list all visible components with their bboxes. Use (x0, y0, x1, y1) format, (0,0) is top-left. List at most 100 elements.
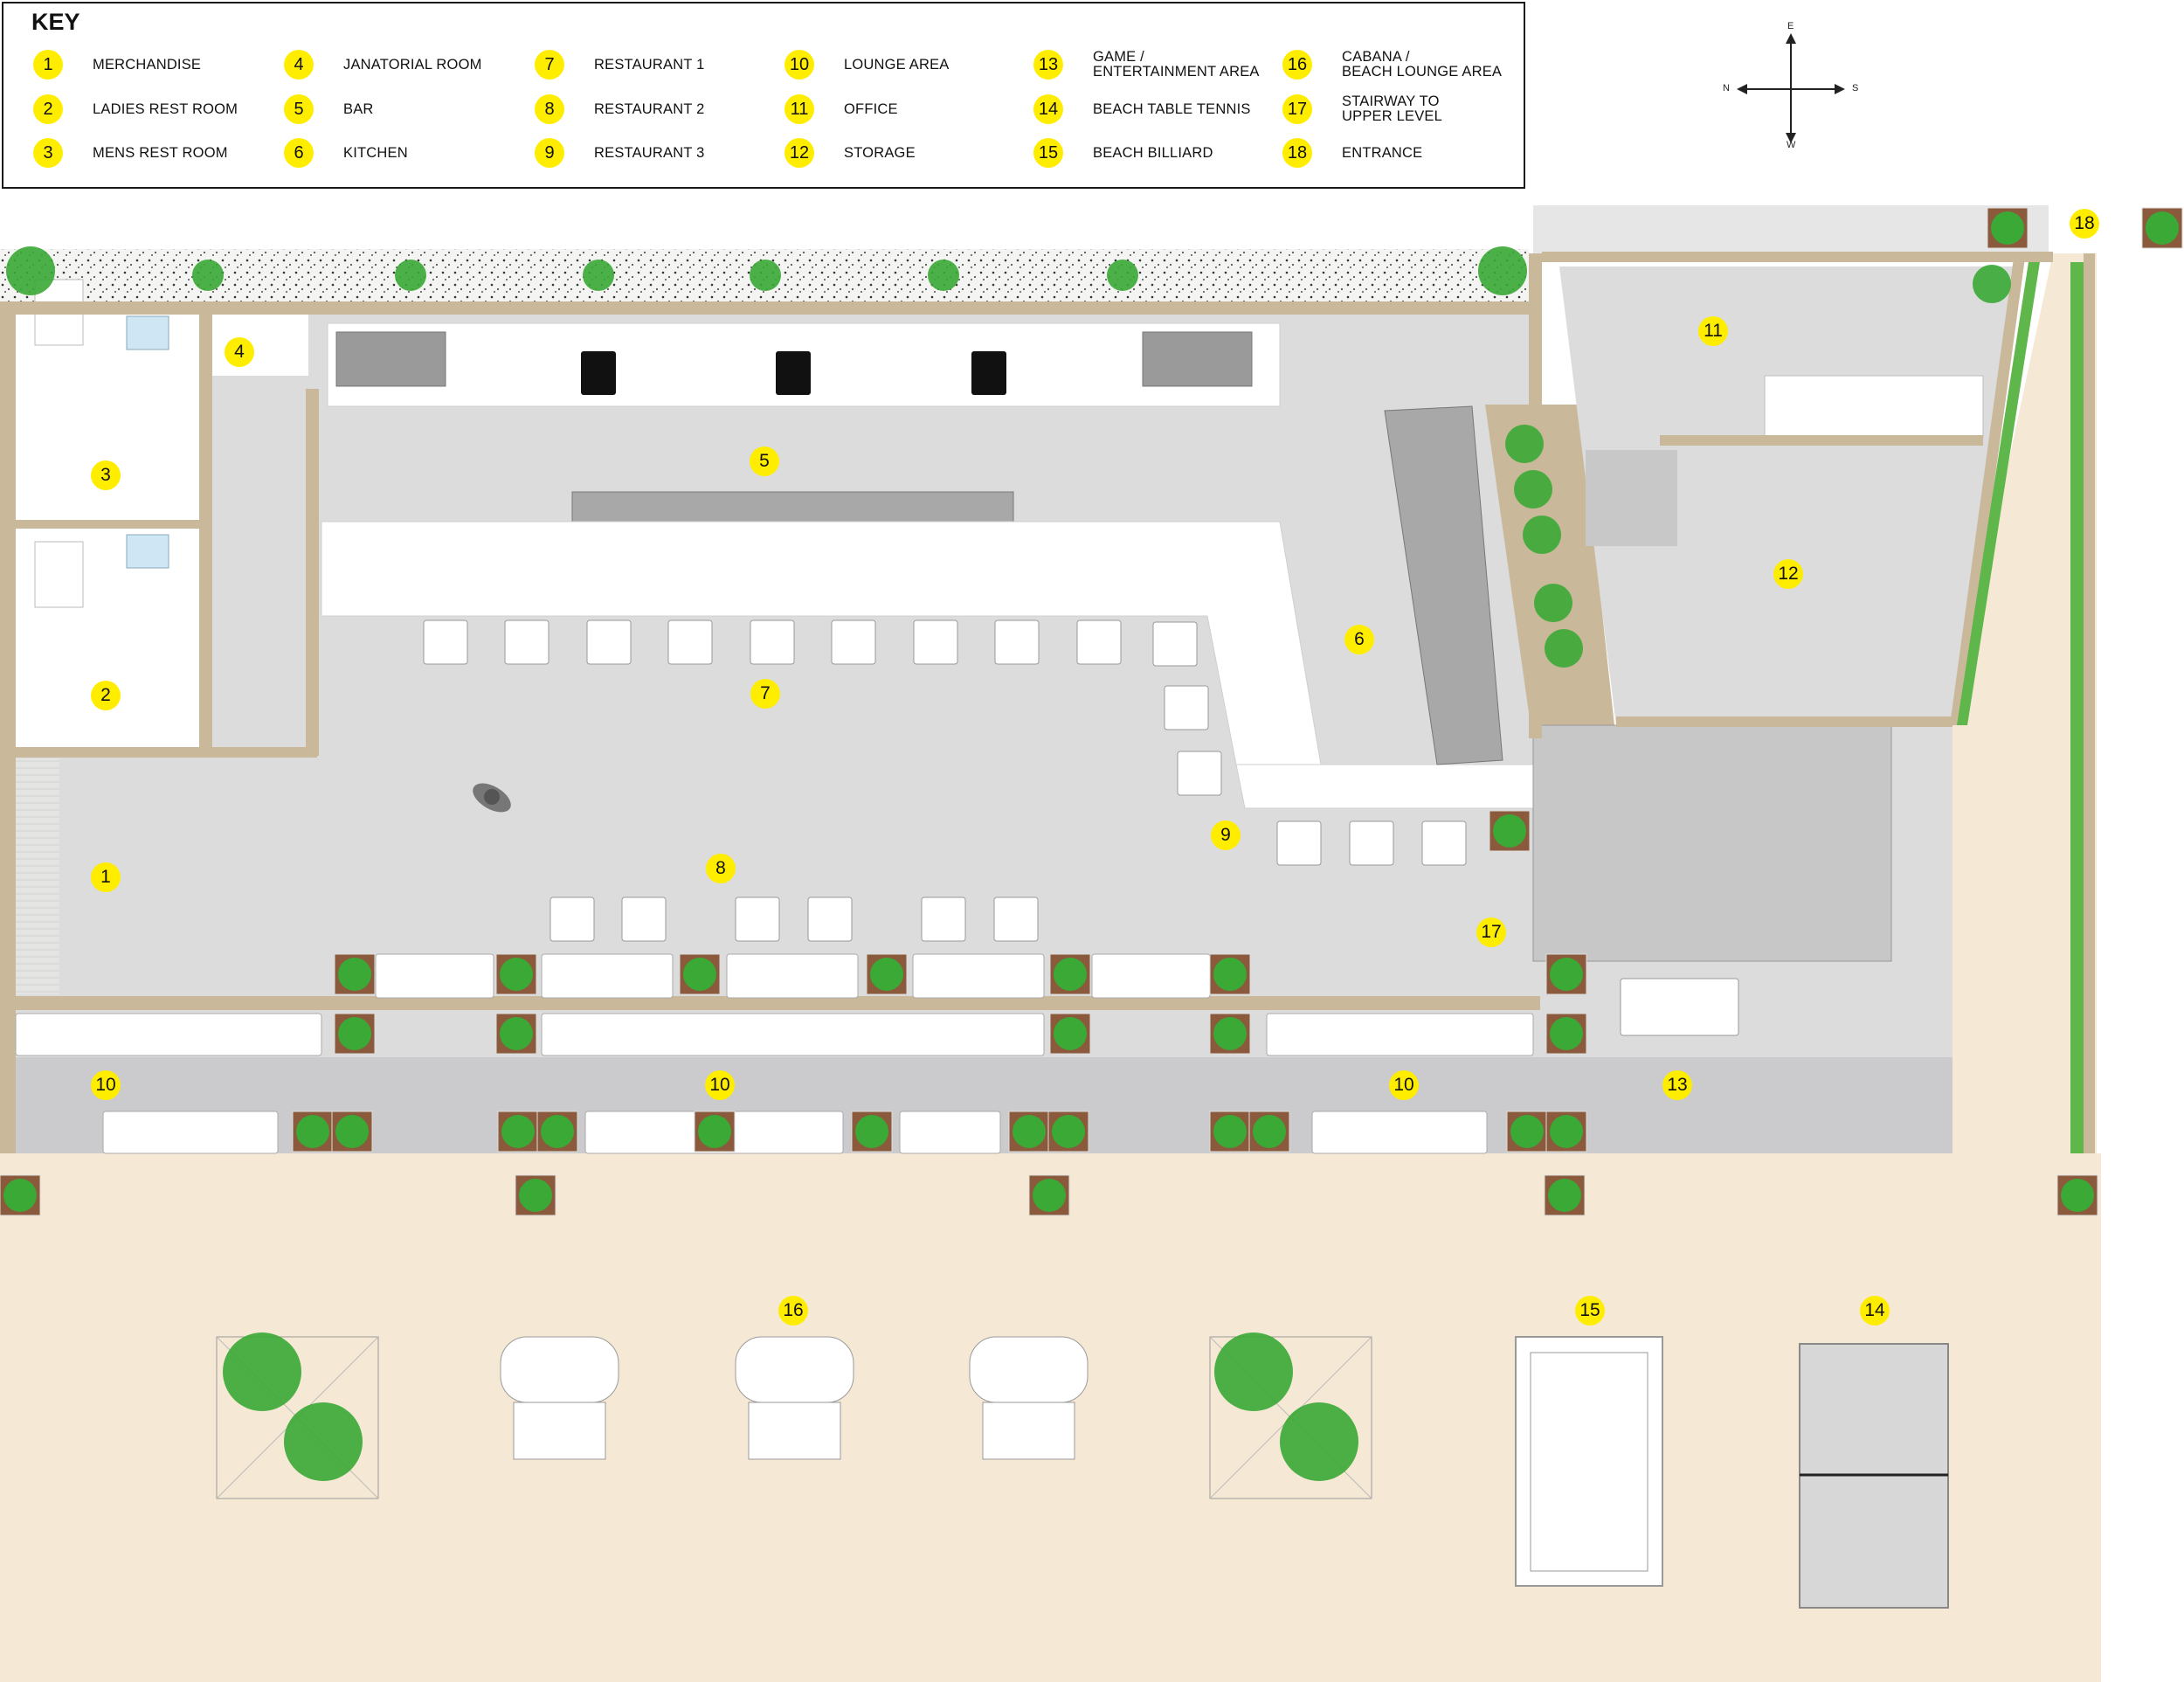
planter-icon (1545, 1111, 1587, 1152)
planter-icon (1209, 1013, 1251, 1055)
planter-icon (515, 1174, 556, 1216)
entrance-canopy (1533, 205, 2049, 253)
planter-icon (1248, 1111, 1290, 1152)
palm-icon (1107, 260, 1138, 291)
dining-table (912, 953, 1045, 999)
legend-label: LADIES REST ROOM (93, 100, 238, 117)
game-table (1620, 978, 1739, 1036)
legend-label: BAR (343, 100, 374, 117)
area-marker-13: 13 (1662, 1070, 1692, 1100)
palm-icon (395, 260, 426, 291)
area-marker-5: 5 (750, 446, 779, 476)
bar-fridges (571, 491, 1014, 523)
legend-label: MERCHANDISE (93, 56, 202, 73)
area-marker-7: 7 (750, 679, 780, 709)
bar-stool (913, 620, 958, 665)
area-marker-16: 16 (778, 1296, 808, 1326)
legend-number-badge: 4 (284, 50, 314, 80)
palm-icon (583, 260, 614, 291)
planter-icon (536, 1111, 578, 1152)
legend-box: KEY (2, 2, 1525, 189)
planter-icon (2141, 207, 2183, 249)
kitchen-range (1384, 405, 1503, 765)
legend-item: 13 GAME / ENTERTAINMENT AREA (1033, 50, 1260, 80)
palm-icon (1478, 246, 1527, 295)
compass-south: S (1852, 83, 1859, 93)
dining-chair (807, 896, 853, 942)
legend-number-badge: 15 (1033, 138, 1063, 168)
bar-stool (750, 620, 795, 665)
planter-icon (1545, 953, 1587, 995)
legend-label: LOUNGE AREA (844, 56, 950, 73)
legend-number-badge: 5 (284, 94, 314, 124)
hedge (2070, 262, 2084, 1153)
planter-icon (0, 1174, 41, 1216)
planter-icon (292, 1111, 334, 1152)
beach-lounger (735, 1336, 854, 1460)
lounge-table (899, 1111, 1001, 1154)
area-marker-2: 2 (91, 681, 121, 710)
legend-item: 7 RESTAURANT 1 (535, 50, 704, 80)
palm-icon (928, 260, 959, 291)
legend-number-badge: 9 (535, 138, 564, 168)
planter-icon (694, 1111, 736, 1152)
register-icon (776, 351, 811, 395)
legend-item: 10 LOUNGE AREA (784, 50, 950, 80)
palm-icon (1545, 629, 1583, 668)
entrance-path (1952, 253, 2097, 1153)
area-marker-9: 9 (1211, 820, 1241, 850)
planter-icon (334, 1013, 376, 1055)
area-marker-1: 1 (91, 862, 121, 892)
legend-label: BEACH TABLE TENNIS (1093, 100, 1251, 117)
lounge-sofa (1266, 1013, 1534, 1056)
plants-group (0, 207, 2183, 1481)
legend-number-badge: 10 (784, 50, 814, 80)
legend-label: ENTRANCE (1342, 144, 1423, 161)
bar-stool (423, 620, 468, 665)
planter-icon (1209, 1111, 1251, 1152)
janitorial-room (204, 315, 308, 376)
legend-label: OFFICE (844, 100, 898, 117)
legend-number-badge: 13 (1033, 50, 1063, 80)
legend-title: KEY (31, 9, 80, 35)
area-marker-17: 17 (1476, 917, 1506, 947)
planter-icon (679, 953, 721, 995)
dining-chair (549, 896, 595, 942)
restaurant3-counter (1235, 764, 1534, 809)
palm-icon (1973, 265, 2011, 303)
planter-icon (851, 1111, 893, 1152)
dining-table (1091, 953, 1211, 999)
walls (0, 252, 2095, 1153)
area-marker-10: 10 (705, 1070, 735, 1100)
bar-stool (1164, 685, 1209, 730)
planter-icon (331, 1111, 373, 1152)
palm-icon (1523, 516, 1561, 554)
bar-sink (335, 331, 446, 387)
toilet (34, 541, 84, 608)
legend-label: JANATORIAL ROOM (343, 56, 482, 73)
legend-number-badge: 7 (535, 50, 564, 80)
palm-icon (6, 246, 55, 295)
legend-label: RESTAURANT 1 (594, 56, 705, 73)
legend-label: CABANA / BEACH LOUNGE AREA (1342, 49, 1503, 80)
legend-item: 5 BAR (284, 94, 374, 124)
bar-stool (1421, 820, 1467, 866)
area-marker-10: 10 (91, 1070, 121, 1100)
planter-icon (1047, 1111, 1089, 1152)
legend-label: GAME / ENTERTAINMENT AREA (1093, 49, 1260, 80)
planter-icon (1545, 1013, 1587, 1055)
bar-stool (831, 620, 876, 665)
legend-label: RESTAURANT 2 (594, 100, 705, 117)
planter-icon (866, 953, 908, 995)
